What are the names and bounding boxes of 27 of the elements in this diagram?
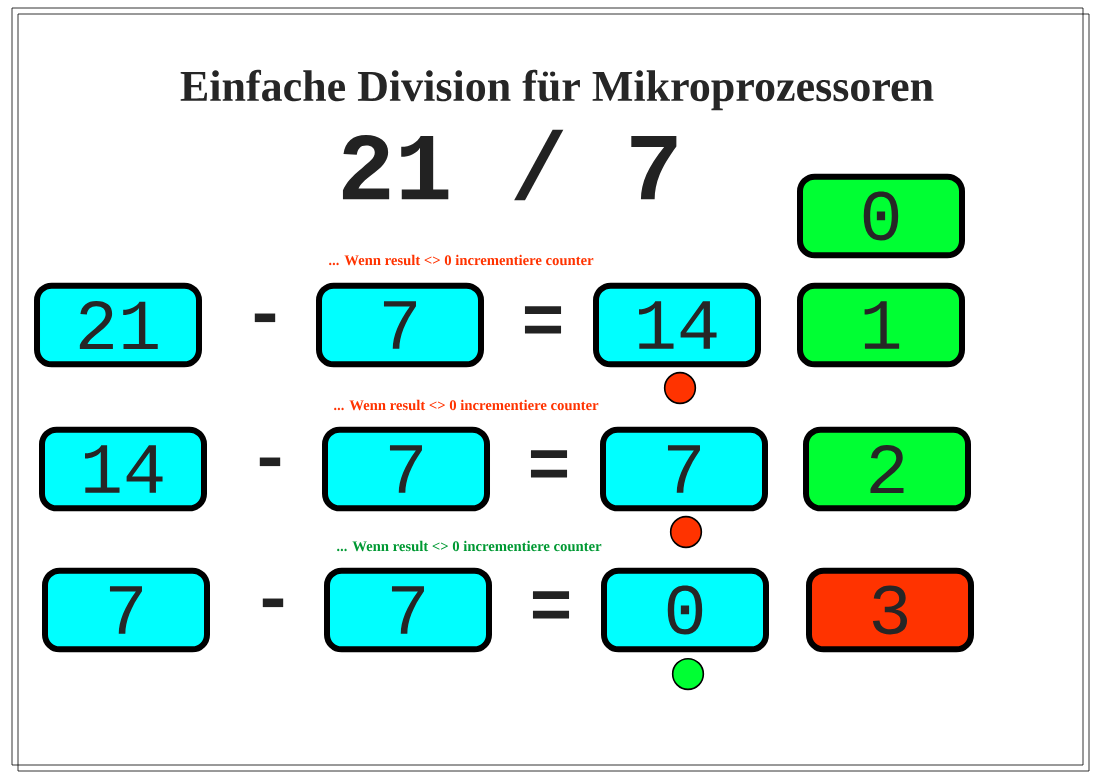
- operator-sign: -: [254, 313, 276, 323]
- operator-sign: =: [532, 591, 570, 619]
- status-dot: [663, 371, 697, 405]
- operator-sign: =: [524, 306, 562, 334]
- status-dot: [669, 515, 703, 549]
- number-box: 0: [797, 173, 965, 259]
- note: ... Wenn result <> 0 incrementiere counter: [329, 254, 594, 266]
- operator-sign: =: [530, 450, 568, 478]
- number-box: 14: [593, 282, 761, 368]
- number-box: 14: [39, 426, 207, 512]
- operator-sign: -: [259, 457, 281, 467]
- status-dot: [671, 657, 705, 691]
- number-box: 2: [803, 426, 971, 512]
- note: ... Wenn result <> 0 incrementiere counter: [337, 540, 602, 552]
- number-box: 3: [806, 567, 974, 653]
- number-box: 7: [316, 282, 484, 368]
- number-box: 7: [324, 567, 492, 653]
- number-box: 7: [322, 426, 490, 512]
- note: ... Wenn result <> 0 incrementiere counter: [334, 399, 599, 411]
- number-box: 7: [42, 567, 210, 653]
- operator-sign: -: [262, 598, 284, 608]
- title: Einfache Division für Mikroprozessoren: [180, 69, 934, 111]
- number-box: 21: [34, 282, 202, 368]
- number-box: 1: [797, 282, 965, 368]
- number-box: 0: [601, 567, 769, 653]
- number-box: 7: [600, 426, 768, 512]
- division-expression: 21 / 7: [342, 129, 677, 201]
